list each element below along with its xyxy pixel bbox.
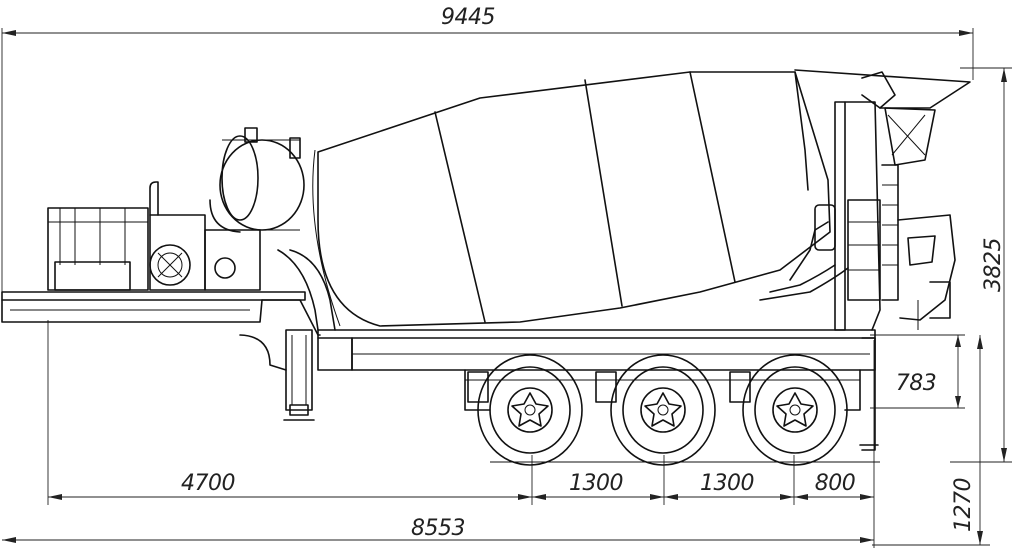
hydraulic-hoses	[277, 249, 849, 331]
rear-hopper-assembly	[794, 69, 971, 331]
power-unit	[47, 181, 261, 291]
mixer-drum	[312, 71, 836, 327]
landing-gear	[239, 329, 315, 421]
axle-brackets	[467, 371, 751, 403]
dim-axle-spacing-1: 1300	[569, 471, 623, 496]
dimension-lines	[1, 28, 1012, 548]
trailer-frame	[1, 291, 880, 463]
dim-deck-height: 1270	[951, 478, 976, 532]
water-tank	[209, 127, 305, 233]
wheel-3	[742, 354, 848, 466]
wheel-2	[610, 354, 716, 466]
dim-rear-to-axle: 800	[815, 471, 856, 496]
dim-axle-spacing-2: 1300	[700, 471, 754, 496]
dim-overall-length: 9445	[441, 5, 495, 30]
dim-rear-overhang: 783	[896, 371, 937, 396]
dim-height: 3825	[981, 238, 1006, 292]
wheel-1	[477, 354, 583, 466]
dim-front-section: 4700	[181, 471, 235, 496]
dim-wheelbase-length: 8553	[411, 516, 465, 541]
